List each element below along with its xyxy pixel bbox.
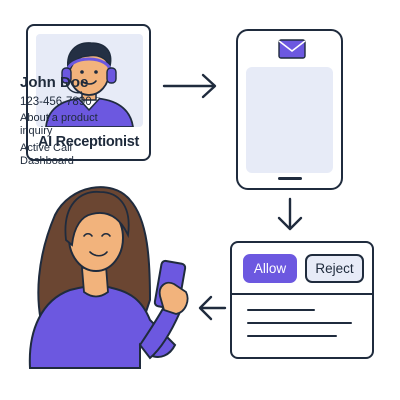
ai-receptionist-card: AI Receptionist (26, 24, 151, 161)
text-line (247, 322, 352, 324)
arrow-left-icon (198, 295, 227, 321)
envelope-icon (278, 39, 306, 59)
phone-mockup (236, 29, 343, 190)
arrow-right-icon (162, 73, 217, 99)
text-line (247, 309, 315, 311)
reject-button[interactable]: Reject (305, 254, 364, 283)
text-line (247, 335, 337, 337)
dashboard-label: Active Call Dashboard (20, 142, 74, 167)
divider (232, 293, 372, 295)
call-action-card: Allow Reject (230, 241, 374, 359)
receptionist-label: AI Receptionist (37, 134, 140, 150)
caller-name: John Doe (20, 74, 89, 91)
call-reason: About a product inquiry (20, 112, 98, 137)
caller-info-screen (246, 67, 333, 173)
receptionist-avatar (36, 34, 143, 127)
allow-button[interactable]: Allow (243, 254, 297, 283)
caller-phone-number: 123-456-7890 (20, 96, 92, 108)
arrow-down-icon (277, 197, 303, 231)
phone-home-bar (278, 177, 302, 180)
